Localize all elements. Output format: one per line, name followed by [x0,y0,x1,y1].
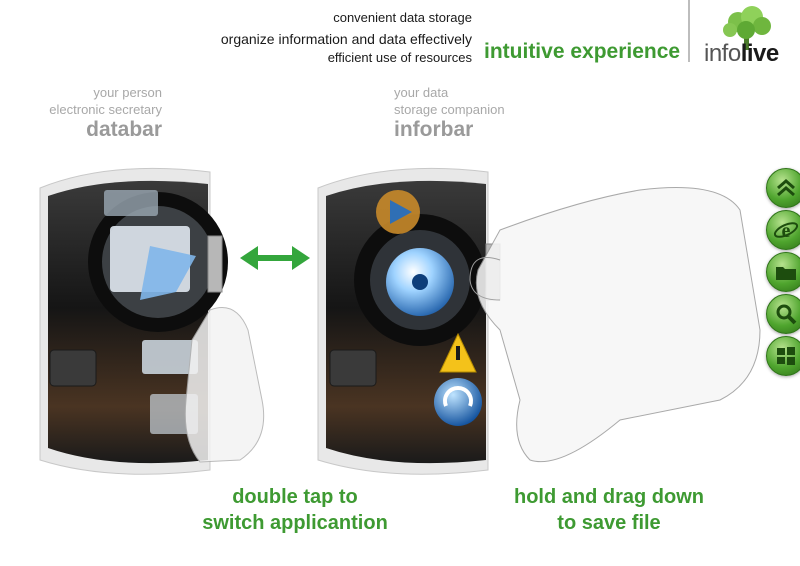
inforbar-device [317,167,761,475]
databar-description: your person electronic secretary [49,85,162,117]
folder-icon [776,267,796,280]
browser-button[interactable]: e [766,210,800,250]
chevrons-up-icon [777,179,795,197]
headline: intuitive experience [484,40,681,63]
svg-text:e: e [782,220,791,242]
tagline-organize: organize information and data effectivel… [220,31,472,47]
divider [688,0,690,62]
tree-icon [723,6,771,50]
folder-button[interactable] [766,252,800,292]
scroll-up-button[interactable] [766,168,800,208]
switch-arrow-icon [240,246,310,270]
inforbar-caption: hold and drag down to save file [514,486,704,534]
search-icon [776,304,797,325]
tagline-resources: efficient use of resources [327,50,472,65]
logo: infolive [704,40,779,67]
windows-icon [777,347,795,365]
databar-caption: double tap to switch applicantion [202,486,388,534]
databar-title: databar [86,118,162,141]
inforbar-description: your data storage companion [394,85,505,117]
internet-explorer-icon: e [773,220,799,242]
windows-button[interactable] [766,336,800,376]
inforbar-title: inforbar [394,118,474,141]
databar-device [39,167,265,475]
tagline-storage: convenient data storage [333,10,472,25]
search-button[interactable] [766,294,800,334]
